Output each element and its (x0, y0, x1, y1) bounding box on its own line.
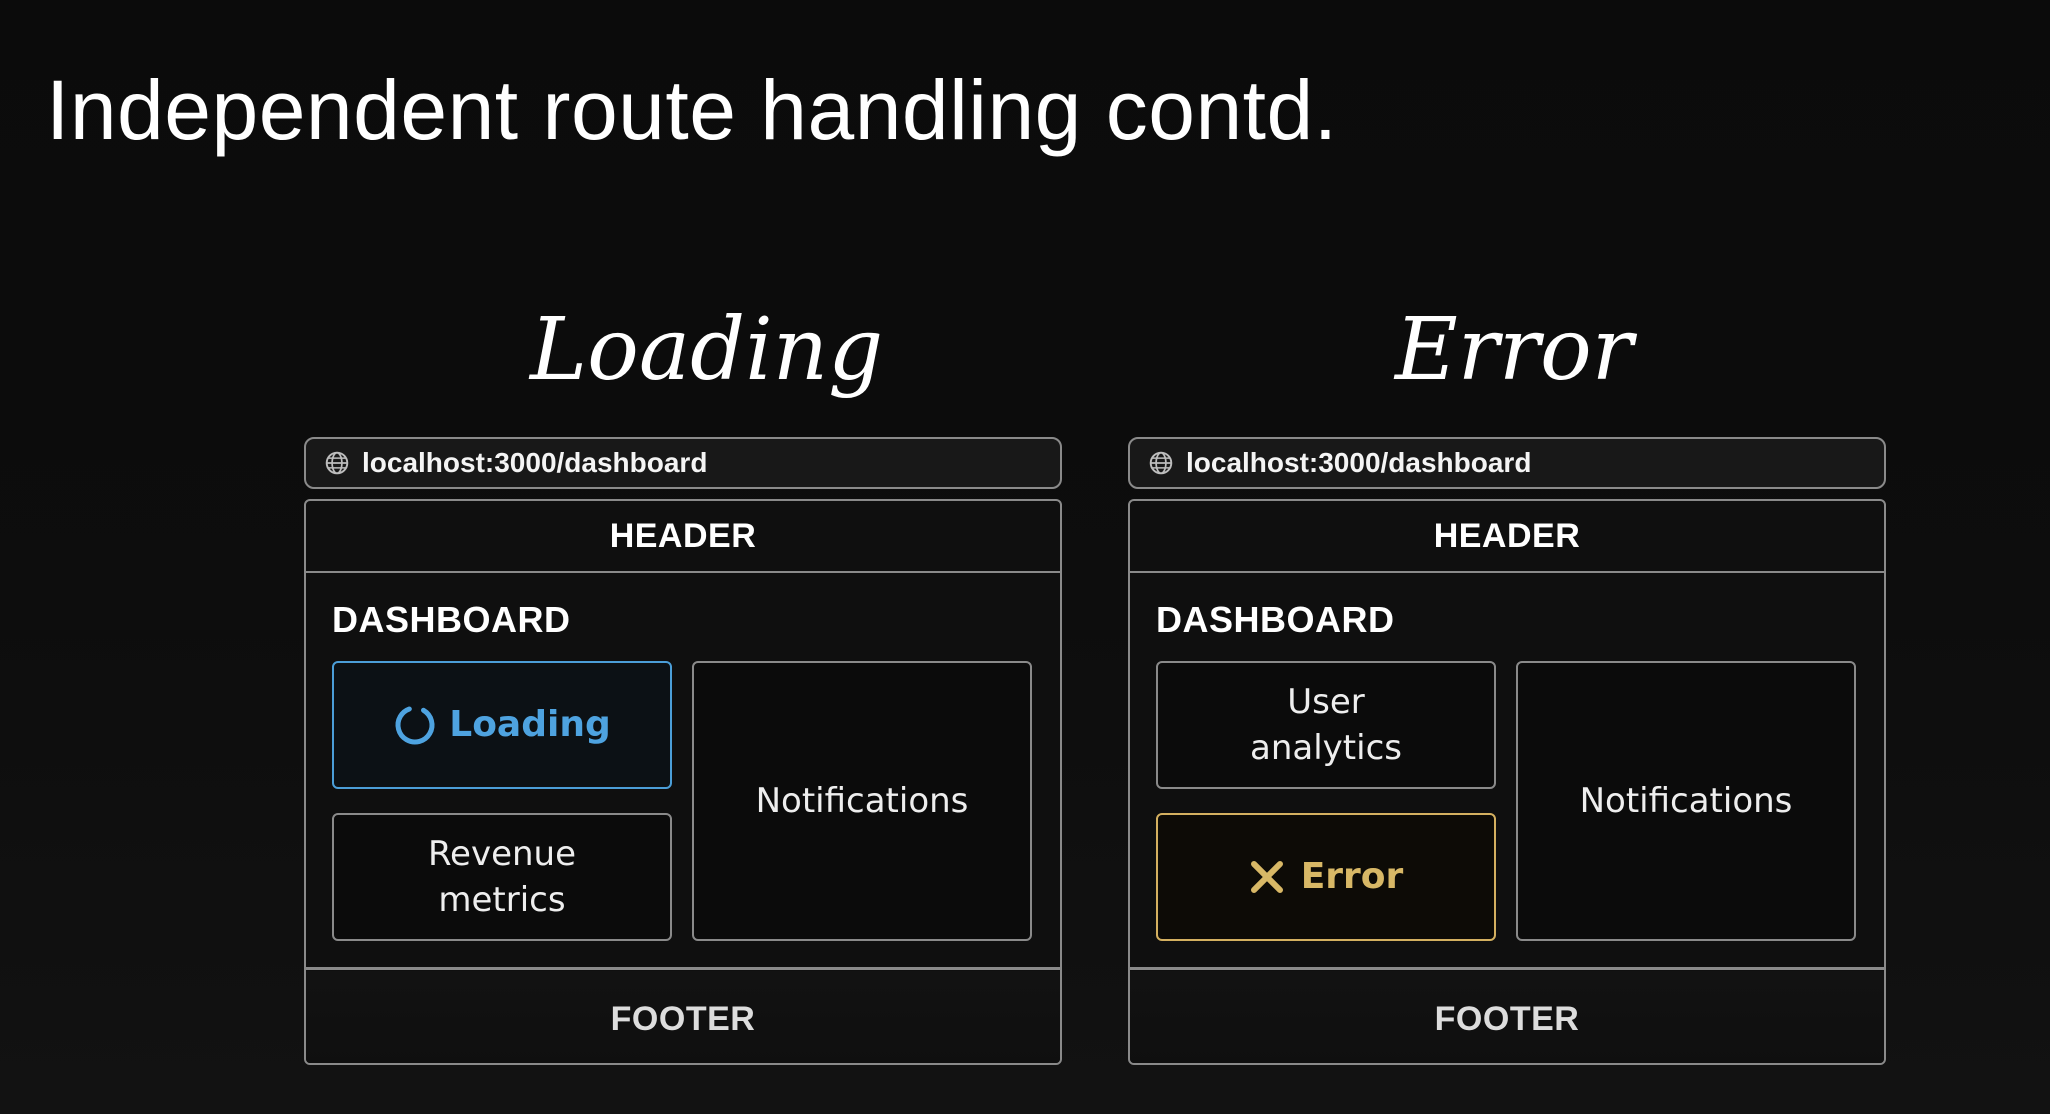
error-heading: Error (1395, 300, 1633, 400)
error-panel: localhost:3000/dashboard HEADER DASHBOAR… (1128, 437, 1886, 1065)
notifications-label: Notifications (1579, 781, 1793, 821)
loading-panel: localhost:3000/dashboard HEADER DASHBOAR… (304, 437, 1062, 1065)
revenue-metrics-card: Revenue metrics (332, 813, 672, 941)
loading-heading: Loading (530, 300, 884, 400)
revenue-metrics-label: Revenue metrics (427, 834, 577, 920)
notifications-label: Notifications (755, 781, 969, 821)
header-section: HEADER (306, 501, 1060, 573)
header-section: HEADER (1130, 501, 1884, 573)
user-analytics-card: User analytics (1156, 661, 1496, 789)
loading-card: Loading (332, 661, 672, 789)
url-bar[interactable]: localhost:3000/dashboard (1128, 437, 1886, 489)
dashboard-divider (1130, 967, 1884, 970)
globe-icon (1149, 451, 1173, 475)
browser-window: HEADER DASHBOARD Loading Revenue metrics… (304, 499, 1062, 1065)
footer-section: FOOTER (306, 971, 1060, 1063)
footer-section: FOOTER (1130, 971, 1884, 1063)
url-text: localhost:3000/dashboard (362, 447, 708, 478)
x-mark-icon (1250, 861, 1283, 893)
error-card-label: Error (1300, 856, 1404, 897)
dashboard-divider (306, 967, 1060, 970)
loading-card-label: Loading (449, 704, 611, 745)
dashboard-label: DASHBOARD (332, 599, 571, 640)
notifications-card: Notifications (1516, 661, 1856, 941)
globe-icon (325, 451, 349, 475)
user-analytics-label: User analytics (1250, 682, 1402, 768)
dashboard-label: DASHBOARD (1156, 599, 1395, 640)
url-text: localhost:3000/dashboard (1186, 447, 1532, 478)
browser-window: HEADER DASHBOARD User analytics Error No… (1128, 499, 1886, 1065)
url-bar[interactable]: localhost:3000/dashboard (304, 437, 1062, 489)
spinner-icon (395, 705, 435, 745)
slide-title: Independent route handling contd. (46, 63, 1338, 157)
notifications-card: Notifications (692, 661, 1032, 941)
error-card: Error (1156, 813, 1496, 941)
